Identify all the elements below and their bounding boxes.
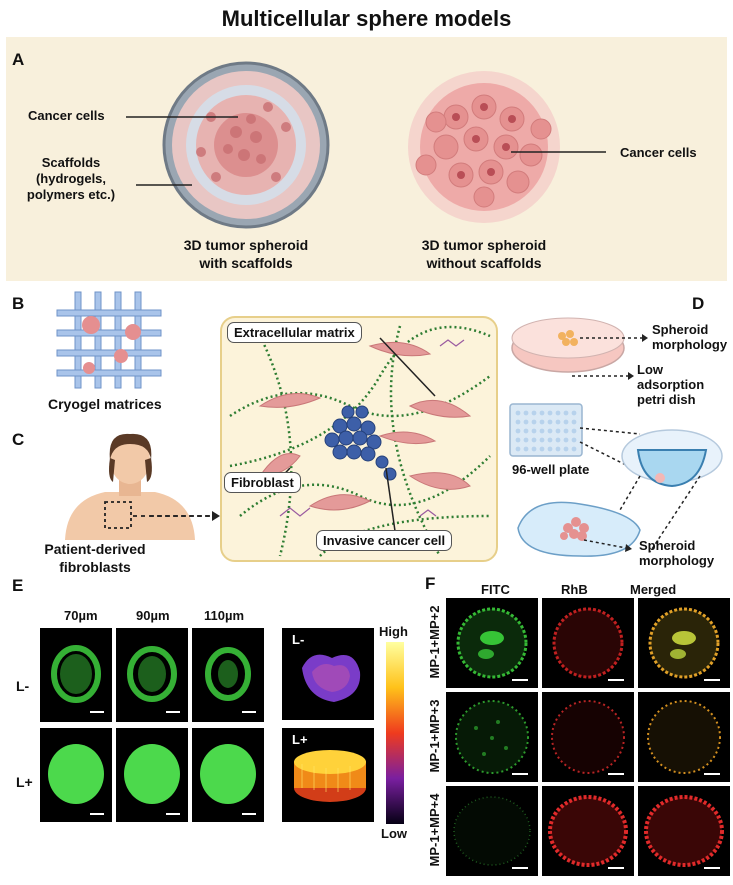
label-cancer-cells-right: Cancer cells [620, 145, 697, 160]
panel-d-illustration [509, 317, 723, 557]
well-plate [509, 403, 583, 457]
label-spheroid-morphology-2: Spheroid morphology [639, 538, 715, 568]
label-scaffolds: Scaffolds (hydrogels, polymers etc.) [26, 155, 116, 202]
panel-label-b: B [12, 294, 25, 313]
scaffold-free-spheroid [408, 71, 560, 223]
colorbar-low: Low [381, 826, 407, 841]
label-cancer-cells-left: Cancer cells [28, 108, 105, 123]
colorbar-high: High [379, 624, 408, 639]
col-label-90: 90µm [136, 608, 170, 623]
label-fibroblast: Fibroblast [224, 472, 301, 493]
panel-label-c: C [12, 430, 25, 449]
label-96-well-plate: 96-well plate [512, 462, 590, 477]
panel-f-micrographs [446, 598, 730, 876]
page-title: Multicellular sphere models [221, 6, 512, 31]
label-spheroid-morphology-1: Spheroid morphology [652, 322, 728, 352]
tumor-microenvironment [220, 316, 498, 562]
panel-e-micrographs [40, 628, 264, 822]
panel-label-e: E [12, 576, 24, 595]
caption-without-scaffolds: 3D tumor spheroid without scaffolds [421, 237, 547, 271]
caption-with-scaffolds: 3D tumor spheroid with scaffolds [183, 237, 309, 271]
patient-illustration [65, 433, 213, 540]
label-invasive-cancer-cell: Invasive cancer cell [316, 530, 453, 551]
caption-fibroblasts: Patient-derived fibroblasts [44, 541, 146, 575]
panel-a [6, 37, 727, 281]
col-label-merged: Merged [630, 582, 677, 597]
inset-label-lminus: L- [292, 632, 305, 647]
panel-label-d: D [692, 294, 705, 313]
inset-label-lplus: L+ [292, 732, 308, 747]
col-label-rhb: RhB [561, 582, 588, 597]
row-label-lminus: L- [16, 678, 30, 694]
arrow-to-center [150, 511, 220, 521]
hanging-drop [517, 501, 641, 557]
panel-label-f: F [425, 574, 436, 593]
panel-label-a: A [12, 50, 25, 69]
col-label-110: 110µm [204, 608, 245, 623]
label-low-adsorption: Low adsorption petri dish [637, 362, 705, 407]
caption-cryogel: Cryogel matrices [48, 396, 162, 412]
cryogel-matrix-illustration [56, 291, 162, 389]
biopsy-region [104, 501, 132, 529]
row-label-mp4: MP-1+MP+4 [427, 793, 442, 867]
panel-a-illustration [126, 61, 606, 229]
colorbar [386, 642, 404, 824]
panel-e-3d-insets [282, 628, 374, 822]
label-extracellular-matrix: Extracellular matrix [227, 322, 362, 343]
col-label-70: 70µm [64, 608, 98, 623]
row-label-lplus: L+ [16, 774, 33, 790]
col-label-fitc: FITC [481, 582, 510, 597]
